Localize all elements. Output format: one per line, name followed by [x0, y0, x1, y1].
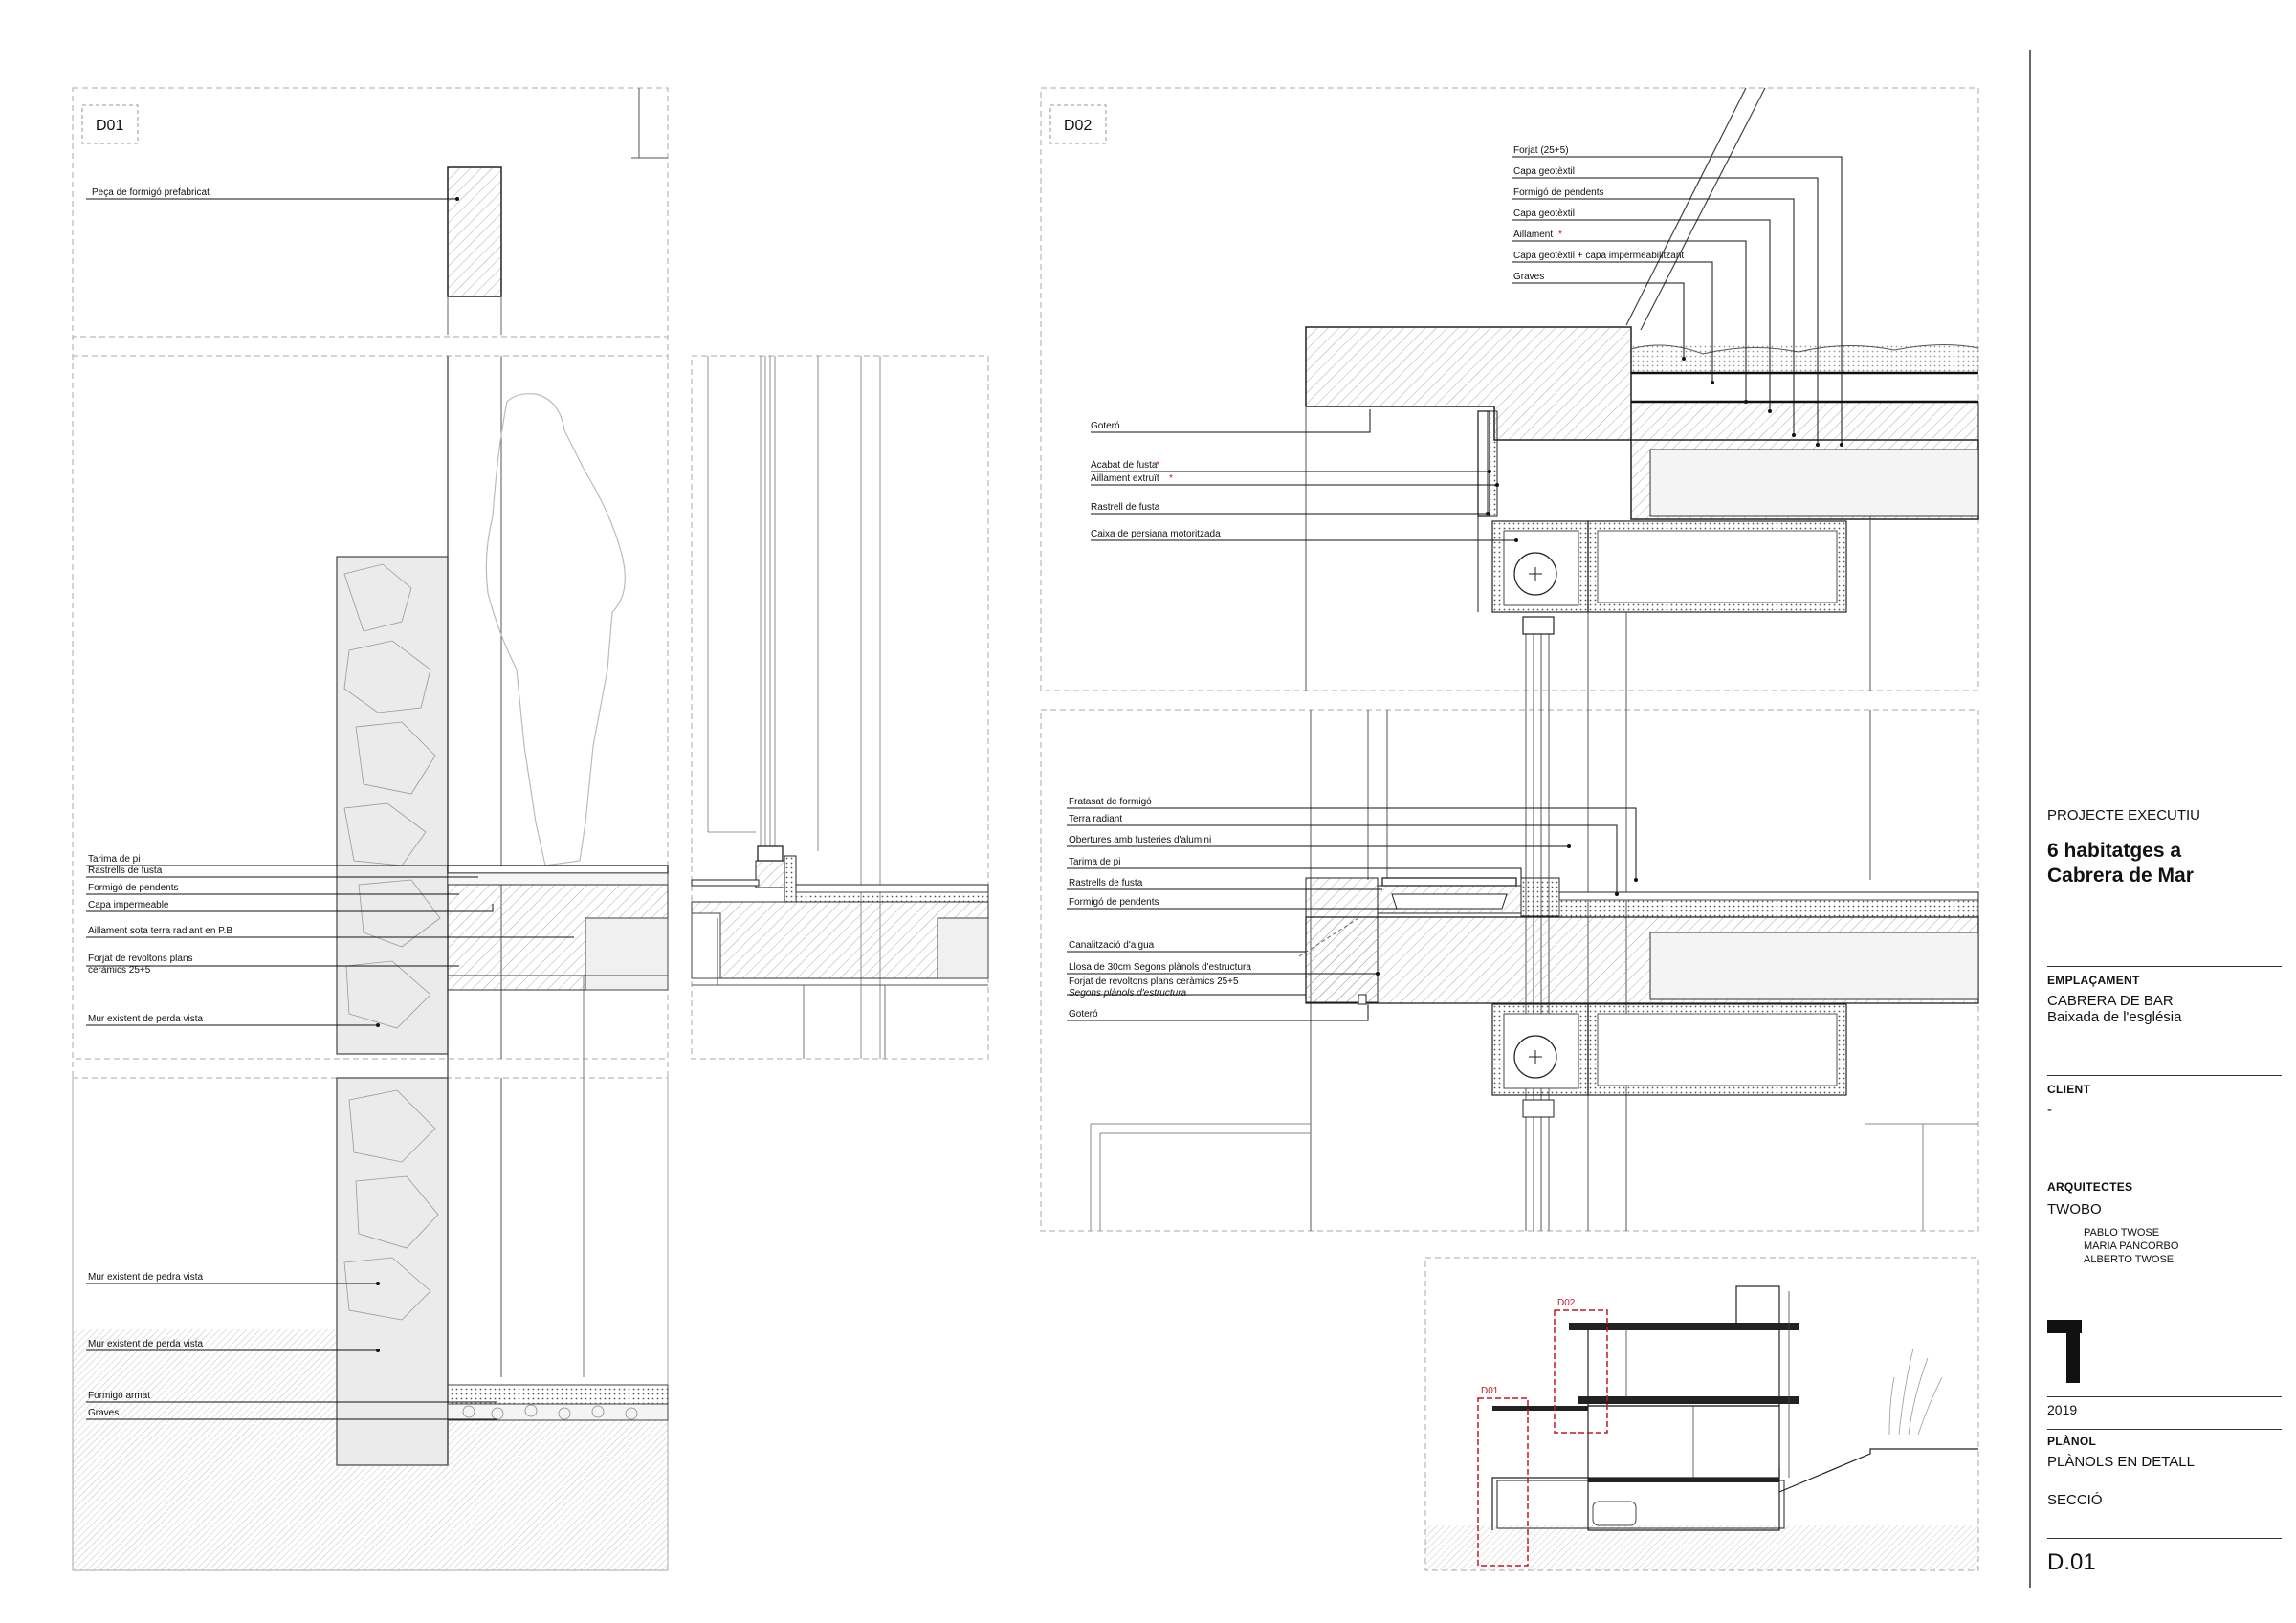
detail-d01: D01: [72, 87, 669, 1571]
d02-tag-box: [1049, 104, 1107, 144]
d02-tag: D02: [1064, 118, 1092, 134]
titleblock-rule-client: [2047, 1075, 2282, 1076]
d01-tag-box: [81, 104, 139, 144]
d01-window-section: [691, 355, 989, 1060]
titleblock-rule-site: [2047, 966, 2282, 967]
label-stone-wall-2: Mur existent de pedra vista: [88, 1272, 203, 1283]
titleblock-rule-sheet: [2047, 1538, 2282, 1539]
keyplan-d02-tag: D02: [1557, 1298, 1576, 1308]
label-slab-line2: ceràmics 25+5: [88, 965, 151, 976]
project-phase: PROJECTE EXECUTIU: [2047, 807, 2201, 823]
label-battens-d02: Rastrells de fusta: [1069, 878, 1143, 888]
architects-heading: ARQUITECTES: [2047, 1180, 2133, 1194]
label-geotextile-waterproof: Capa geotèxtil + capa impermeabilitzant: [1513, 251, 1684, 261]
plan-heading: PLÀNOL: [2047, 1435, 2097, 1448]
asterisk-extruded-insulation: *: [1169, 473, 1173, 484]
stone-wall-lower: [336, 1077, 449, 1466]
human-silhouette: [485, 393, 626, 866]
titleblock-rule-year: [2047, 1396, 2282, 1397]
detail-d02: D02: [1040, 87, 1979, 1232]
label-stone-wall-1: Mur existent de perda vista: [88, 1014, 203, 1024]
label-gravel-roof: Graves: [1513, 272, 1544, 282]
keyplan-d02-callout: [1554, 1309, 1608, 1434]
label-ceramic-slab: Forjat de revoltons plans ceràmics 25+5: [1069, 976, 1239, 987]
label-shutter-box: Caixa de persiana motoritzada: [1091, 529, 1221, 539]
label-pine-decking: Tarima de pi: [88, 854, 140, 865]
label-aluminium-openings: Obertures amb fusteries d'alumini: [1069, 835, 1211, 845]
label-drip-lower: Goteró: [1069, 1009, 1098, 1020]
site-heading: EMPLAÇAMENT: [2047, 974, 2140, 987]
label-30cm-slab: Llosa de 30cm Segons plànols d'estructur…: [1069, 962, 1251, 973]
keyplan-frame: [1424, 1257, 1979, 1571]
label-slab-line1: Forjat de revoltons plans: [88, 954, 193, 964]
keyplan-d01-tag: D01: [1481, 1386, 1499, 1396]
label-stone-wall-3: Mur existent de perda vista: [88, 1339, 203, 1349]
precast-concrete-piece: [447, 166, 502, 297]
label-slope-concrete-roof: Formigó de pendents: [1513, 187, 1604, 198]
label-drip-upper: Goteró: [1091, 421, 1120, 431]
architects-firm: TWOBO: [2047, 1201, 2102, 1217]
site-line2: Baixada de l'església: [2047, 1009, 2182, 1025]
site-line1: CABRERA DE BAR: [2047, 993, 2174, 1009]
label-pine-decking-d02: Tarima de pi: [1069, 857, 1120, 867]
roof-overhang: [1305, 326, 1632, 441]
architect-1: PABLO TWOSE: [2084, 1227, 2160, 1239]
asterisk-insulation: *: [1558, 230, 1562, 240]
architect-2: MARIA PANCORBO: [2084, 1240, 2179, 1252]
d01-tag: D01: [96, 118, 123, 134]
client-value: -: [2047, 1102, 2052, 1118]
label-geotextile-1: Capa geotèxtil: [1513, 166, 1575, 177]
label-waterproof-layer: Capa impermeable: [88, 900, 169, 910]
stone-wall-upper: [336, 556, 449, 1055]
label-slope-concrete-d02: Formigó de pendents: [1069, 897, 1159, 908]
d02-frame: [1040, 87, 1979, 691]
label-reinforced-concrete: Formigó armat: [88, 1391, 150, 1401]
label-underfloor-insulation: Aillament sota terra radiant en P.B: [88, 926, 232, 936]
asterisk-wood-finish: *: [1156, 460, 1159, 471]
twobo-logo-icon: [2047, 1320, 2082, 1383]
label-gravel: Graves: [88, 1408, 119, 1418]
label-insulation: Aillament: [1513, 230, 1553, 240]
key-section-plan: D02 D01: [1424, 1257, 1979, 1571]
plan-title: PLÀNOLS EN DETALL: [2047, 1454, 2195, 1470]
project-title-line2: Cabrera de Mar: [2047, 865, 2194, 887]
label-water-channel: Canalització d'aigua: [1069, 940, 1155, 951]
architect-3: ALBERTO TWOSE: [2084, 1254, 2175, 1265]
label-wood-batten: Rastrell de fusta: [1091, 502, 1160, 513]
label-radiant-floor: Terra radiant: [1069, 814, 1122, 824]
pine-decking: [447, 865, 669, 874]
label-structure-ref: Segons plànols d'estructura: [1069, 988, 1187, 998]
project-title-line1: 6 habitatges a: [2047, 840, 2182, 862]
label-geotextile-2: Capa geotèxtil: [1513, 208, 1575, 219]
label-extruded-insulation: Aillament extruït: [1091, 473, 1159, 484]
sheet-number: D.01: [2047, 1549, 2096, 1575]
project-year: 2019: [2047, 1402, 2078, 1417]
label-battens: Rastrells de fusta: [88, 866, 163, 876]
label-slope-concrete: Formigó de pendents: [88, 883, 179, 893]
label-wood-finish: Acabat de fusta: [1091, 460, 1158, 471]
label-troweled-concrete: Fratasat de formigó: [1069, 797, 1152, 807]
titleblock-rule-plan: [2047, 1429, 2282, 1430]
client-heading: CLIENT: [2047, 1083, 2091, 1096]
keyplan-d01-callout: [1477, 1397, 1529, 1567]
plan-subtitle: SECCIÓ: [2047, 1492, 2103, 1508]
label-precast-piece: Peça de formigó prefabricat: [92, 187, 210, 198]
label-slab-25-5: Forjat (25+5): [1513, 145, 1569, 156]
